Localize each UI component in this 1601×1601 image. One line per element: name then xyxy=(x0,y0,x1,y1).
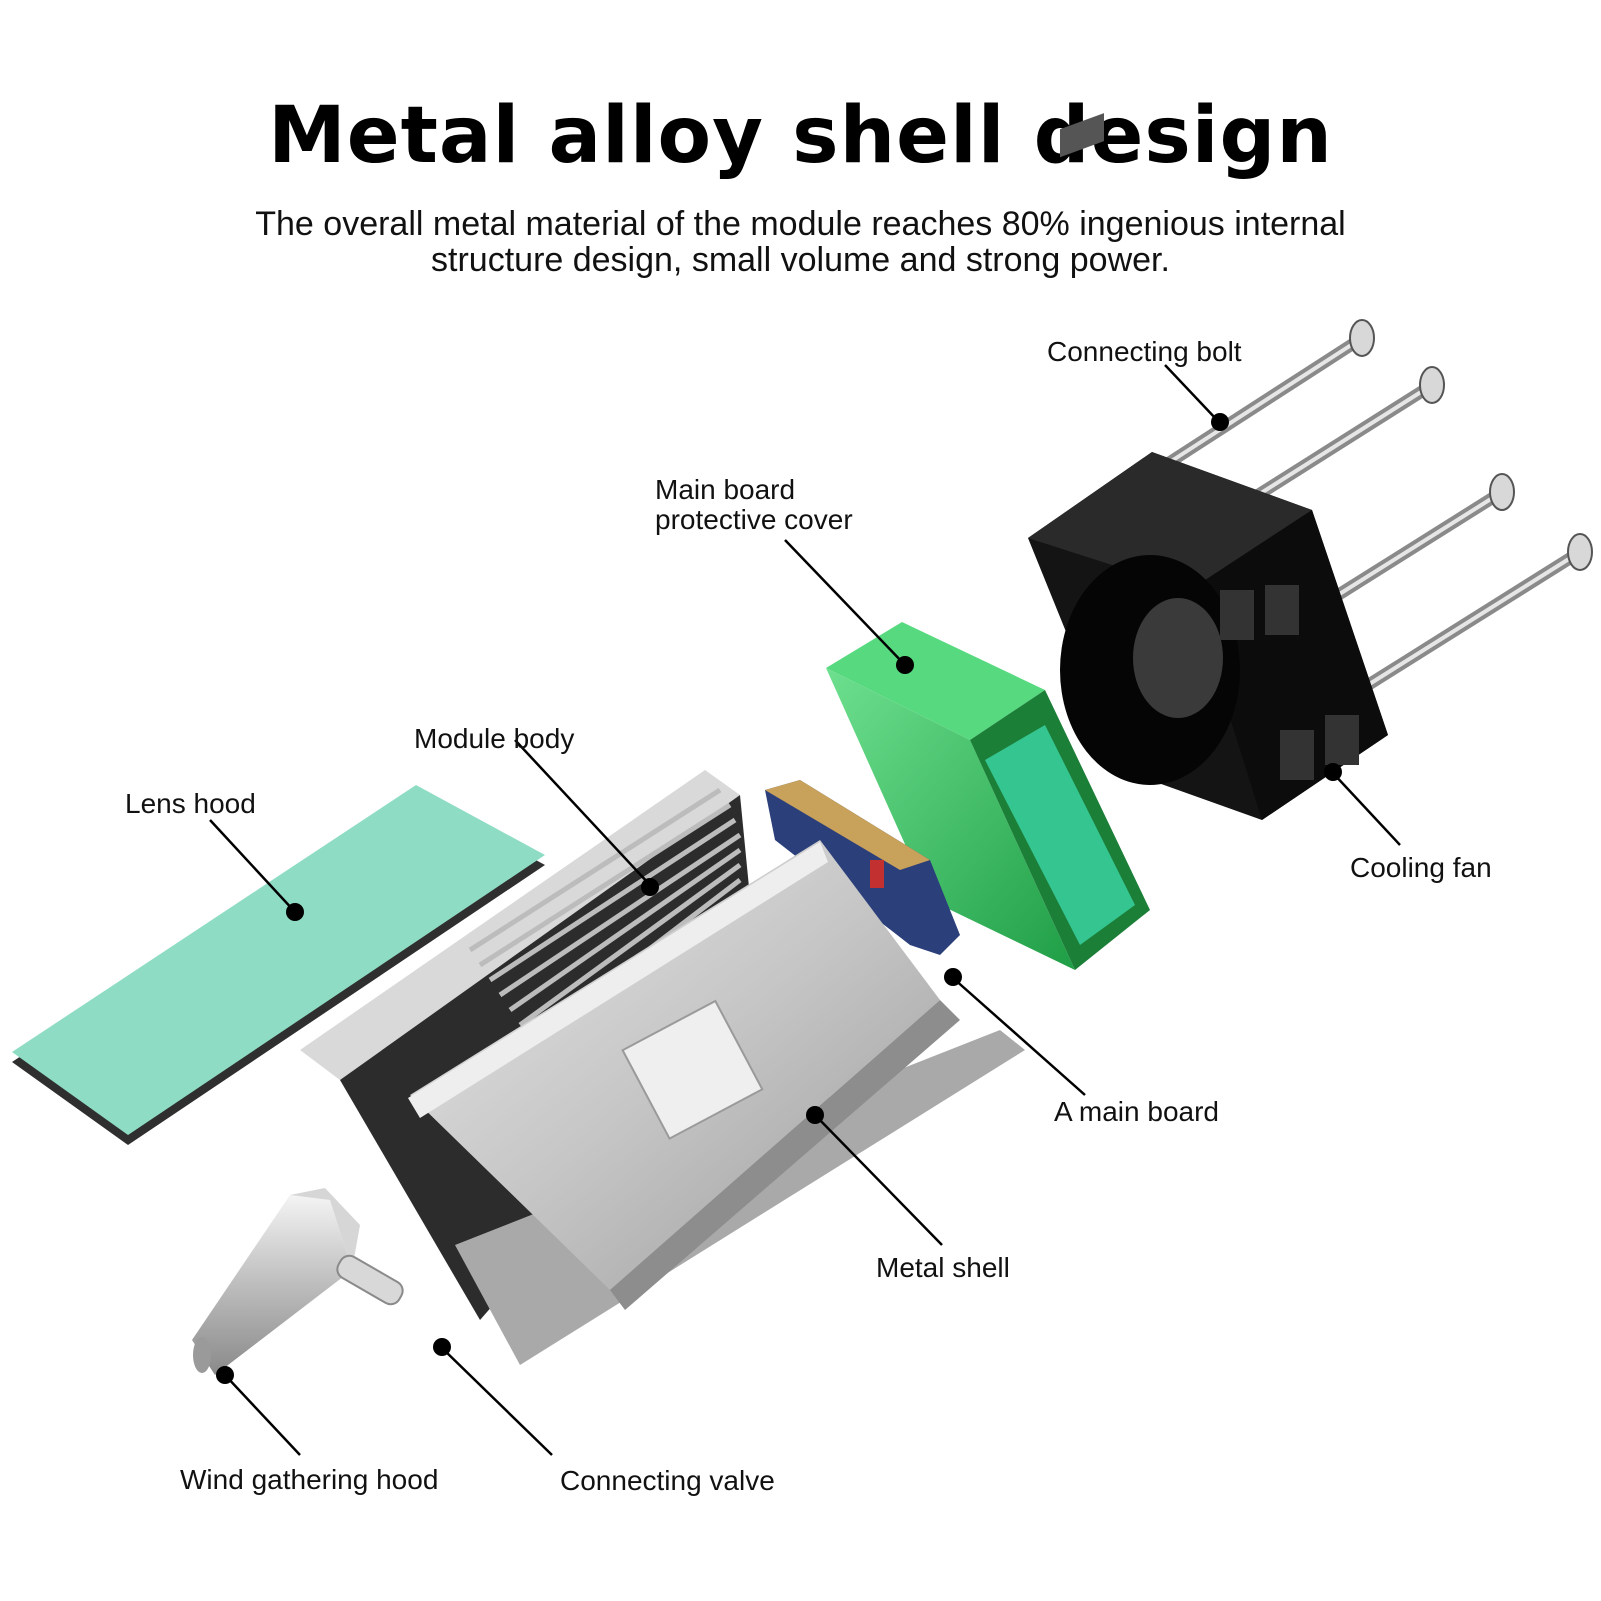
connecting-valve xyxy=(336,1254,404,1306)
wind-gathering-hood xyxy=(192,1188,360,1375)
lens-hood xyxy=(12,785,545,1145)
leader-lines xyxy=(209,364,1401,1456)
main-board-protective-cover xyxy=(826,622,1150,970)
label-connecting-bolt: Connecting bolt xyxy=(1047,336,1242,367)
page-title: Metal alloy shell design xyxy=(268,91,1333,181)
metal-shell xyxy=(408,840,1025,1365)
label-metal-shell: Metal shell xyxy=(876,1252,1010,1283)
subtitle-line-1: The overall metal material of the module… xyxy=(255,205,1346,243)
connecting-bolts xyxy=(1164,319,1593,696)
main-board xyxy=(765,780,960,955)
cooling-fan xyxy=(1028,113,1388,820)
label-main-board-cover-line2: protective cover xyxy=(655,504,853,535)
label-wind-gathering-hood: Wind gathering hood xyxy=(180,1464,438,1495)
label-lens-hood: Lens hood xyxy=(125,788,256,819)
label-a-main-board: A main board xyxy=(1054,1096,1219,1127)
subtitle-line-2: structure design, small volume and stron… xyxy=(431,241,1170,279)
label-connecting-valve: Connecting valve xyxy=(560,1465,775,1496)
label-main-board-cover-line1: Main board xyxy=(655,474,795,505)
label-module-body: Module body xyxy=(414,723,574,754)
label-cooling-fan: Cooling fan xyxy=(1350,852,1492,883)
